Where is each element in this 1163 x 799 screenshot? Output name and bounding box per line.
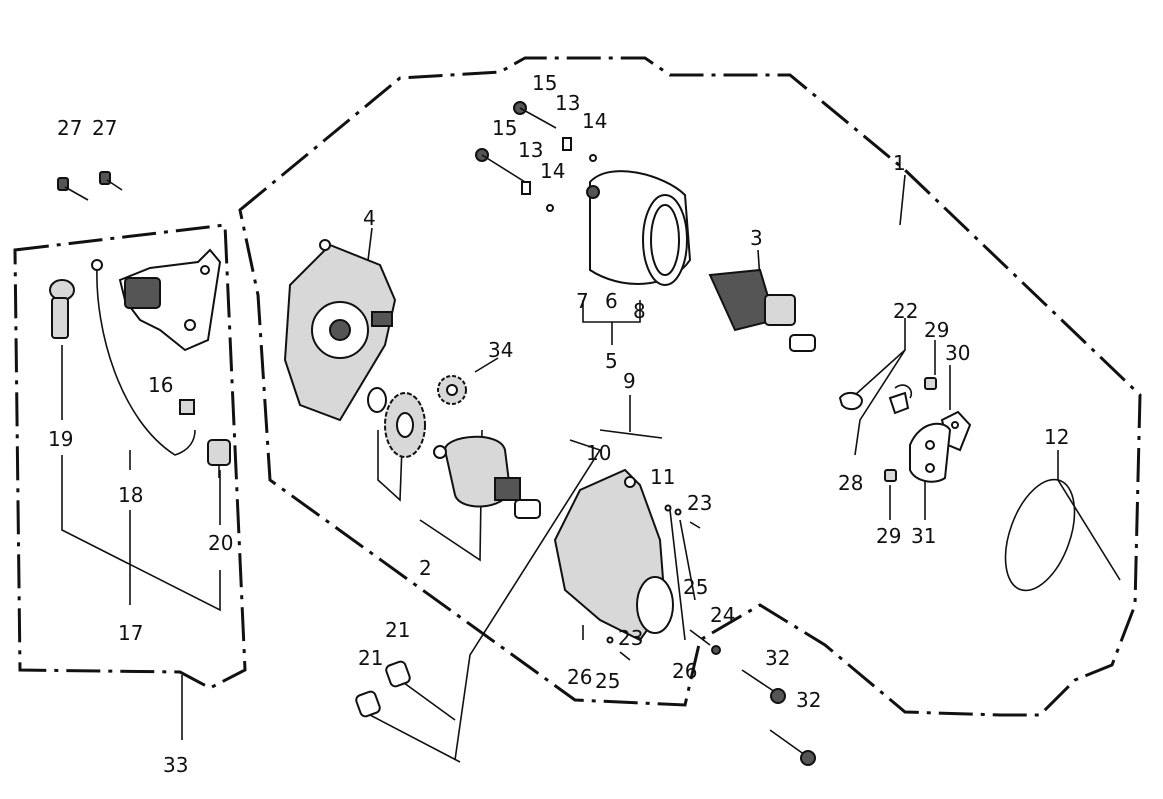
callout-18: 18 [118,483,143,507]
callout-13-upper: 13 [555,91,580,115]
terminal-cap-20 [207,439,231,478]
callout-29-lower: 29 [876,524,901,548]
callout-32-upper: 32 [765,646,790,670]
callout-8: 8 [633,299,646,323]
callout-31: 31 [911,524,936,548]
terminal-19 [49,279,75,339]
callout-32-lower: 32 [796,688,821,712]
starter-housing-10 [553,468,674,642]
callout-25-upper: 25 [683,575,708,599]
callout-21-lower: 21 [358,646,383,670]
callout-2: 2 [419,556,432,580]
o-ring-12 [1004,478,1076,592]
bushing-21-lower [355,690,381,718]
callout-26-lower: 26 [567,665,592,689]
callout-12: 12 [1044,425,1069,449]
brush-plate-31 [909,422,952,483]
starter-relay-16 [118,248,222,352]
callout-5: 5 [605,349,618,373]
callout-4: 4 [363,206,376,230]
callout-29-upper: 29 [924,318,949,342]
callout-24: 24 [710,603,735,627]
starter-relay-group-outline [13,223,247,690]
starter-motor-group-outline [238,56,1142,717]
washer-13-upper [562,137,572,151]
callout-25-lower: 25 [595,669,620,693]
callout-23-upper: 23 [687,491,712,515]
gear-34 [437,375,467,405]
callout-7: 7 [576,289,589,313]
leader-lines [61,174,1121,763]
yoke-6 [586,170,692,286]
callout-14-lower: 14 [540,159,565,183]
callout-10: 10 [586,441,611,465]
callout-3: 3 [750,226,763,250]
callout-19: 19 [48,427,73,451]
o-ring-14-lower [546,204,554,212]
callout-16: 16 [148,373,173,397]
gear-set-2 [367,387,426,458]
callout-23-lower: 23 [618,626,643,650]
washer-13-lower [521,181,531,195]
callout-26-upper: 26 [672,659,697,683]
callout-13-lower: 13 [518,138,543,162]
small-fasteners [582,504,721,661]
bushing-21-upper [385,660,411,688]
callout-15-lower: 15 [492,116,517,140]
callout-33: 33 [163,753,188,777]
callout-9: 9 [623,369,636,393]
nut-29-upper [924,377,937,390]
bolt-15-lower [475,148,526,183]
callout-21-upper: 21 [385,618,410,642]
callout-22: 22 [893,299,918,323]
callout-30: 30 [945,341,970,365]
callout-28: 28 [838,471,863,495]
screw-27-left [57,177,89,201]
callout-20: 20 [208,531,233,555]
callout-6: 6 [605,289,618,313]
end-cover-4 [283,239,397,422]
callout-27-left: 27 [57,116,82,140]
callout-15-upper: 15 [532,71,557,95]
bolt-15-upper [513,101,557,129]
bolt-32-upper [741,669,786,704]
screw-27-right [99,171,123,191]
armature-3 [708,268,816,352]
o-ring-14-upper [589,154,597,162]
callout-11: 11 [650,465,675,489]
callout-14-upper: 14 [582,109,607,133]
callout-labels: 1 2 3 4 5 6 7 8 9 10 11 12 13 13 14 14 1… [48,71,1069,777]
starter-clutch [433,435,541,519]
callout-34: 34 [488,338,513,362]
callout-27-right: 27 [92,116,117,140]
bolt-32-lower [769,729,816,766]
cable-18 [96,267,196,456]
nut-29-lower [884,469,897,482]
callout-1: 1 [893,151,906,175]
callout-17: 17 [118,621,143,645]
brush-holder-28 [838,384,913,415]
